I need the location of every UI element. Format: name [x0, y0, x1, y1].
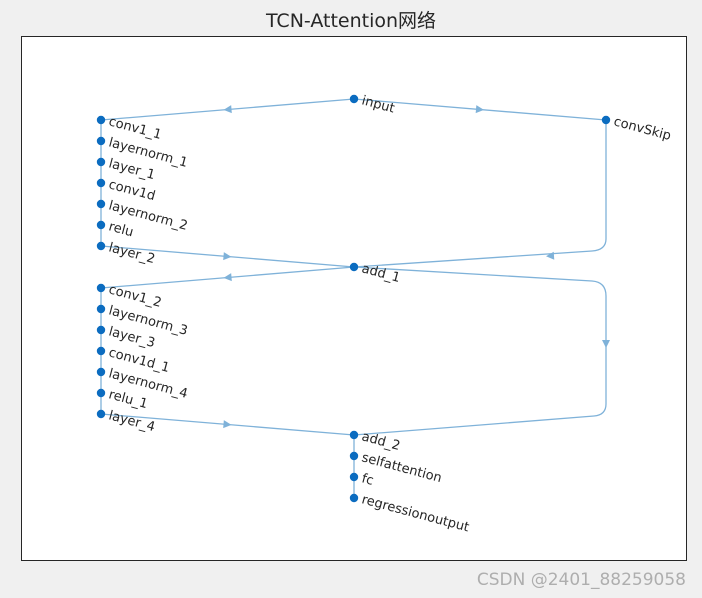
node-selfattention [349, 451, 359, 461]
node-label-layer_2: layer_2 [107, 240, 157, 267]
node-label-convSkip: convSkip [612, 114, 673, 144]
node-input [349, 94, 359, 104]
node-label-add_1: add_1 [360, 261, 402, 286]
node-add_2 [349, 430, 359, 440]
label-layer: inputconv1_1layernorm_1layer_1conv1dlaye… [107, 93, 673, 535]
node-fc [349, 472, 359, 482]
arrowhead-convSkip-add_1 [546, 251, 555, 260]
arrowhead-add_1-add_2 [602, 340, 610, 348]
figure-title: TCN-Attention网络 [265, 10, 437, 32]
edge-add_1-add_2 [353, 266, 607, 436]
node-layer_1 [96, 157, 106, 167]
node-layernorm_1 [96, 136, 106, 146]
node-label-layer_4: layer_4 [107, 408, 157, 435]
node-layernorm_2 [96, 199, 106, 209]
node-regressionoutput [349, 493, 359, 503]
arrow-layer [223, 105, 610, 429]
node-label-regressionoutput: regressionoutput [360, 492, 471, 535]
arrowhead-layer_4-add_2 [223, 420, 232, 429]
node-relu [96, 220, 106, 230]
node-layer_2 [96, 241, 106, 251]
arrowhead-add_1-conv1_2 [223, 273, 232, 282]
watermark: CSDN @2401_88259058 [476, 570, 686, 590]
node-conv1d_1 [96, 346, 106, 356]
arrowhead-input-convSkip [475, 105, 484, 114]
node-relu_1 [96, 388, 106, 398]
node-add_1 [349, 262, 359, 272]
node-conv1d [96, 178, 106, 188]
node-label-input: input [360, 93, 396, 116]
edge-convSkip-add_1 [353, 120, 607, 268]
arrowhead-layer_2-add_1 [223, 252, 232, 261]
node-layer_3 [96, 325, 106, 335]
node-layer_4 [96, 409, 106, 419]
node-layernorm_3 [96, 304, 106, 314]
node-conv1_1 [96, 115, 106, 125]
node-label-relu: relu [107, 219, 135, 240]
node-label-fc: fc [360, 471, 375, 489]
node-convSkip [601, 115, 611, 125]
arrowhead-input-conv1_1 [223, 105, 232, 114]
node-layernorm_4 [96, 367, 106, 377]
node-conv1_2 [96, 283, 106, 293]
node-layer [96, 94, 611, 503]
